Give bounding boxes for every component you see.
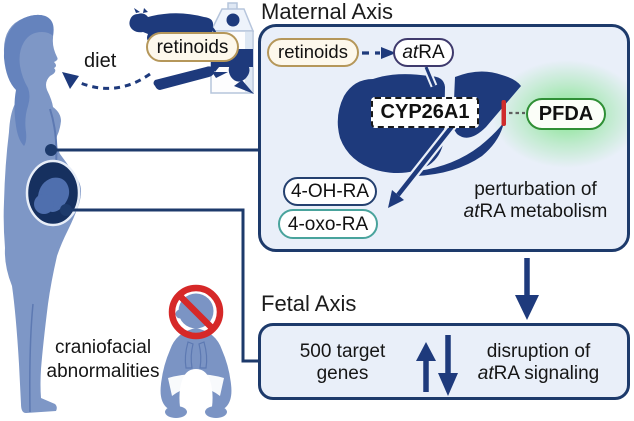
maternal-to-fetal-arrow [515,258,539,320]
inhibition-tbar-icon [501,100,506,126]
disruption-label: disruption of atRA signaling [477,341,600,384]
target-genes-label: 500 target genes [299,341,386,384]
oxo-ra-pill: 4-oxo-RA [278,209,378,239]
diet-label: diet [84,50,117,72]
craniofacial-label: craniofacial abnormalities [46,337,160,382]
cyp26a1-label-box: CYP26A1 [371,97,479,128]
food-retinoids-label-pill: retinoids [146,32,239,62]
carrot-icon [153,61,228,90]
fetal-axis-box: 500 target genes disruption of atRA sign… [258,323,630,400]
diaper [168,374,224,402]
prohibition-icon [168,284,224,340]
maternal-retinoids-pill: retinoids [267,38,359,67]
up-down-regulation-arrows [416,335,458,396]
maternal-axis-title: Maternal Axis [261,0,394,24]
pfda-pill: PFDA [526,98,606,130]
connector-line-fetal [66,208,260,363]
fetal-axis-title: Fetal Axis [261,291,357,316]
retinoids-to-atra-arrow [362,47,396,59]
fish-icon [228,59,254,94]
perturbation-label: perturbation of atRA metabolism [463,179,608,222]
oh-ra-pill: 4-OH-RA [283,177,377,206]
diet-arrow-icon [62,72,151,90]
food-retinoids-label: retinoids [156,36,229,58]
